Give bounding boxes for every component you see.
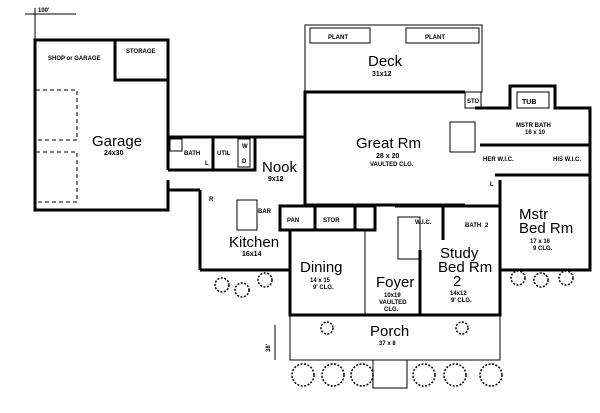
- his-wic-label: HIS W.I.C.: [553, 157, 581, 163]
- dryer-label: D: [242, 159, 247, 165]
- util-label: UTIL: [217, 151, 231, 157]
- kitchen-size: 16x14: [242, 251, 262, 258]
- bath-label: BATH: [184, 151, 200, 157]
- deck-label: Deck: [368, 53, 403, 70]
- study-note: 9' CLG.: [451, 298, 472, 304]
- mstr-bed-size: 17 x 16: [530, 239, 551, 245]
- width-dimension-label: 100': [38, 8, 50, 14]
- nook-size: 9x12: [268, 176, 284, 183]
- tub-label: TUB: [522, 99, 536, 106]
- mstr-bed-label-2: Bed Rm: [519, 220, 573, 237]
- shrub: [291, 363, 315, 387]
- garage-label: Garage: [92, 133, 142, 150]
- foyer-note-1: VAULTED: [379, 300, 407, 306]
- wic-label: W.I.C.: [415, 220, 432, 226]
- depth-dimension-label: 38': [266, 343, 272, 352]
- great-rm-note: VAULTED CLG.: [370, 162, 414, 168]
- mstr-bed-label-1: Mstr: [519, 206, 548, 223]
- plant-label-1: PLANT: [328, 35, 348, 41]
- study-label-2: Bed Rm: [438, 259, 492, 276]
- bath2-label: BATH: [465, 223, 481, 229]
- plant-label-2: PLANT: [425, 35, 445, 41]
- width-dimension: 100': [25, 8, 76, 40]
- sto-label: STO: [467, 99, 480, 105]
- pantry-storage: PAN STOR: [278, 204, 377, 232]
- shrub: [234, 282, 250, 298]
- shrub: [455, 321, 469, 335]
- foyer-note-2: CLG.: [384, 307, 399, 313]
- bath-l-label: L: [205, 161, 209, 167]
- porch-label: Porch: [370, 323, 409, 340]
- shrubs: [214, 270, 574, 387]
- great-room: STO Great Rm 28 x 20 VAULTED CLG.: [303, 90, 482, 207]
- study-num: 2: [453, 273, 461, 290]
- bar-label: BAR: [258, 209, 272, 215]
- shrub: [412, 363, 436, 387]
- dining-label: Dining: [300, 259, 343, 276]
- storage-label: STORAGE: [126, 49, 156, 55]
- porch-size: 37 x 8: [379, 341, 396, 347]
- pan-label: PAN: [287, 218, 299, 224]
- washer-label: W: [242, 144, 248, 150]
- great-rm-label: Great Rm: [356, 135, 421, 152]
- shrub: [321, 363, 345, 387]
- stor-label: STOR: [323, 218, 340, 224]
- shrub: [257, 272, 273, 288]
- foyer-size: 10x19: [384, 293, 401, 299]
- shop-label: SHOP or GARAGE: [48, 56, 101, 62]
- mstr-bath-size: 16 x 10: [525, 130, 546, 136]
- dining-note: 9' CLG.: [313, 285, 334, 291]
- her-wic-label: HER W.I.C.: [483, 157, 514, 163]
- great-rm-size: 28 x 20: [376, 153, 399, 160]
- master-suite: TUB MSTR BATH 16 x 10 HER W.I.C. HIS W.I…: [475, 84, 592, 272]
- foyer-label: Foyer: [376, 274, 414, 291]
- nook-label: Nook: [262, 159, 298, 176]
- fridge-label: R: [209, 197, 214, 203]
- front-rooms: Dining 14 x 15 9' CLG. Foyer 10x19 VAULT…: [288, 204, 502, 317]
- study-size: 14x12: [450, 291, 467, 297]
- dining-size: 14 x 15: [310, 278, 331, 284]
- kitchen-label: Kitchen: [229, 234, 279, 251]
- laundry-l-label: L: [490, 182, 494, 188]
- porch: Porch 37 x 8 38': [266, 314, 501, 389]
- study-label-1: Study: [440, 245, 479, 262]
- shrub: [443, 363, 467, 387]
- mstr-bath-label: MSTR BATH: [516, 123, 551, 129]
- deck-size: 31x12: [372, 71, 392, 78]
- shrub: [510, 270, 526, 286]
- mstr-bed-note: 9 CLG.: [533, 246, 553, 252]
- deck: PLANT PLANT Deck 31x12: [304, 24, 483, 93]
- garage: SHOP or GARAGE STORAGE Garage 24x30: [33, 38, 170, 212]
- garage-size: 24x30: [104, 150, 124, 157]
- shrub: [214, 277, 230, 293]
- shrub: [350, 363, 374, 387]
- bath2-num: 2: [485, 223, 489, 229]
- shrub: [558, 270, 574, 286]
- shrub: [533, 272, 549, 288]
- shrub: [479, 363, 503, 387]
- service-wing: BATH L UTIL W D Nook 9x12 BAR R Kitchen …: [168, 135, 305, 272]
- shrub: [320, 321, 334, 335]
